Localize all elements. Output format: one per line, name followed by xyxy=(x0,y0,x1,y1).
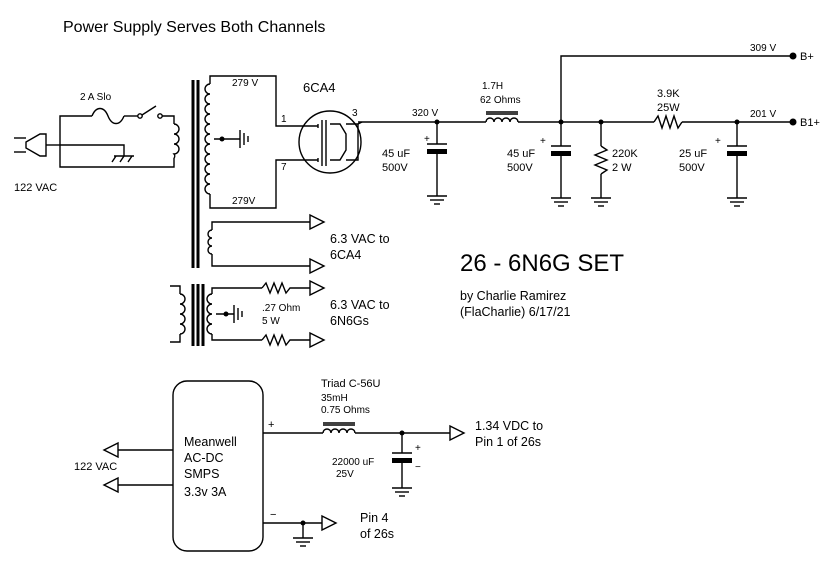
ground-icon xyxy=(551,197,571,207)
author-line1: by Charlie Ramirez xyxy=(460,289,566,303)
ground-icon xyxy=(392,487,412,497)
ct-ground-icon xyxy=(233,305,243,323)
pin3-label: 3 xyxy=(352,108,358,119)
choke2-inductance: 35mH xyxy=(321,393,348,404)
pin4-label2: of 26s xyxy=(360,527,394,541)
output-arrow-icon xyxy=(309,279,326,349)
author-line2: (FlaCharlie) 6/17/21 xyxy=(460,305,571,319)
rectifier-label: 6CA4 xyxy=(303,80,336,95)
set-title: 26 - 6N6G SET xyxy=(460,250,624,277)
svg-text:+: + xyxy=(540,136,546,147)
smps-input-label: 122 VAC xyxy=(74,461,117,473)
smps-minus-label: − xyxy=(270,509,276,521)
cap4-value: 22000 uF xyxy=(332,457,374,468)
filter-cap-2: + xyxy=(540,122,571,198)
choke-resistance: 62 Ohms xyxy=(480,95,521,106)
hum-resistor-bottom xyxy=(261,333,310,347)
filter-cap-1: + xyxy=(424,122,447,196)
chassis-ground-icon xyxy=(60,144,134,163)
hv-secondary-winding xyxy=(204,83,211,195)
cap2-voltage: 500V xyxy=(507,162,533,174)
smps-line1: Meanwell xyxy=(184,435,237,449)
output-arrow-icon xyxy=(309,213,326,275)
fil-out-label1: 1.34 VDC to xyxy=(475,419,543,433)
svg-text:+: + xyxy=(715,136,721,147)
ground-icon xyxy=(293,537,313,547)
pin7-label: 7 xyxy=(281,162,287,173)
power-switch xyxy=(137,105,163,119)
fuse-label: 2 A Slo xyxy=(80,92,112,103)
choke2-name: Triad C-56U xyxy=(321,378,381,390)
res-value: 3.9K xyxy=(657,88,680,100)
smps-plus-label: + xyxy=(268,419,274,431)
tap-top-label: 279 V xyxy=(232,78,258,89)
dropping-resistor xyxy=(653,113,683,131)
filter-cap-3: + xyxy=(715,122,747,198)
diagram-title: Power Supply Serves Both Channels xyxy=(63,19,325,36)
smps-line4: 3.3v 3A xyxy=(184,485,227,499)
ac-input-arrow-icon xyxy=(102,441,173,494)
output-arrow-icon xyxy=(449,424,466,442)
b-plus-label: B+ xyxy=(800,51,814,63)
choke2-resistance: 0.75 Ohms xyxy=(321,405,370,416)
hum-resistor-top xyxy=(261,281,310,295)
ground-icon xyxy=(727,197,747,207)
svg-text:+: + xyxy=(415,443,421,454)
smps-line2: AC-DC xyxy=(184,451,224,465)
smps-line3: SMPS xyxy=(184,467,219,481)
cap1-value: 45 uF xyxy=(382,148,410,160)
cap4-voltage: 25V xyxy=(336,469,354,480)
heater2-label2: 6N6Gs xyxy=(330,314,369,328)
heater1-label1: 6.3 VAC to xyxy=(330,232,390,246)
ground-icon xyxy=(591,197,611,207)
node-320-label: 320 V xyxy=(412,108,438,119)
svg-text:+: + xyxy=(424,134,430,145)
filter-cap-4: + − xyxy=(392,433,421,488)
filament-transformer xyxy=(179,284,213,346)
smps-box xyxy=(172,380,264,552)
choke-inductor-icon xyxy=(322,422,356,434)
fuse xyxy=(91,107,125,125)
svg-text:−: − xyxy=(415,462,421,473)
ct-ground-icon xyxy=(239,130,249,148)
ac-plug-icon xyxy=(14,133,60,157)
fil-out-label2: Pin 1 of 26s xyxy=(475,435,541,449)
pin1-label: 1 xyxy=(281,114,287,125)
hum-res-power: 5 W xyxy=(262,316,280,327)
choke-inductance: 1.7H xyxy=(482,81,503,92)
pin4-label1: Pin 4 xyxy=(360,511,389,525)
primary-winding xyxy=(172,123,180,159)
bleeder-resistor xyxy=(593,122,609,198)
cap3-value: 25 uF xyxy=(679,148,707,160)
heater-winding-6ca4 xyxy=(207,229,213,255)
res-power: 25W xyxy=(657,102,680,114)
node-309-label: 309 V xyxy=(750,43,776,54)
rectifier-tube-icon xyxy=(298,110,363,174)
b1-plus-label: B1+ xyxy=(800,117,820,129)
cap2-value: 45 uF xyxy=(507,148,535,160)
hum-res-value: .27 Ohm xyxy=(262,303,300,314)
node-201-label: 201 V xyxy=(750,109,776,120)
bleeder-power: 2 W xyxy=(612,162,632,174)
bleeder-value: 220K xyxy=(612,148,638,160)
cap1-voltage: 500V xyxy=(382,162,408,174)
output-arrow-icon xyxy=(321,514,338,532)
heater1-label2: 6CA4 xyxy=(330,248,361,262)
choke-inductor-icon xyxy=(485,111,519,123)
cap3-voltage: 500V xyxy=(679,162,705,174)
input-voltage-label: 122 VAC xyxy=(14,182,57,194)
tap-bottom-label: 279V xyxy=(232,196,256,207)
heater2-label1: 6.3 VAC to xyxy=(330,298,390,312)
ground-icon xyxy=(427,195,447,205)
